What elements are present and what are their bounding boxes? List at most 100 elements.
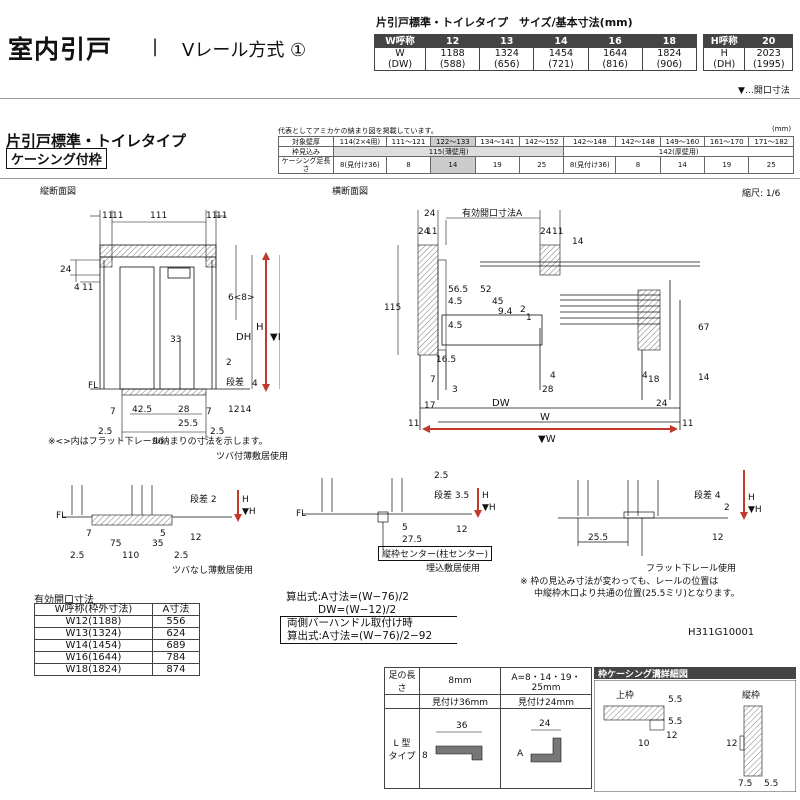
a-table-cell: 784 — [151, 651, 201, 664]
dim-label: 11 — [112, 211, 123, 221]
dim-label: FL — [296, 509, 306, 519]
mini-cell: 122〜133 — [430, 136, 476, 147]
dim-label: 52 — [480, 285, 491, 295]
mini-cell: 142〜148 — [615, 136, 661, 147]
dim-label: DW — [492, 398, 510, 409]
dim-label: H — [482, 491, 489, 501]
dim-label: 1 — [526, 313, 532, 323]
dim-label: 28 — [178, 405, 190, 415]
dim-label: 28 — [542, 385, 554, 395]
drawing-code: H311G10001 — [688, 627, 755, 638]
w-code: 16 — [587, 34, 643, 48]
dim-label: 7 — [110, 407, 116, 417]
dim-label: ▼H — [270, 332, 280, 343]
detail-3-note: 中縦枠木口より共通の位置(25.5ミリ)となります。 — [534, 589, 740, 599]
dim-label: 36 — [456, 721, 468, 731]
title-separator: | — [152, 36, 159, 57]
w-header-label: W呼称 — [374, 34, 426, 48]
l-shape-24-drawing: 24 A — [517, 719, 562, 763]
dim-label: 45 — [492, 297, 503, 307]
dim-label: 11 — [682, 419, 693, 429]
w-size-table: W呼称 12 13 14 16 18 W(DW) 1188(588) 1324(… — [374, 34, 698, 71]
horizontal-section-label: 横断面図 — [332, 187, 369, 197]
h-value: 2023(1995) — [744, 47, 793, 71]
dim-label: 11 — [102, 211, 113, 221]
formula-line: 両側バーハンドル取付け時 — [287, 617, 413, 629]
mini-cell: 171〜182 — [748, 136, 794, 147]
scale-label: 縮尺: 1/6 — [742, 189, 781, 199]
dim-label: ▼H — [748, 505, 762, 515]
bt-head — [384, 694, 420, 709]
casing-length-table: 足の長さ 8mm A=8・14・19・25mm 見付け36mm 見付け24mm … — [384, 667, 592, 789]
dim-label: 5.5 — [668, 717, 682, 727]
mini-cell: 14 — [659, 156, 706, 174]
dim-label: 5 — [160, 529, 166, 539]
dim-label: 25.5 — [178, 419, 198, 429]
dim-label: DH — [236, 332, 251, 343]
dim-label: 4 — [550, 371, 556, 381]
divider — [0, 98, 800, 99]
a-table-cell: 624 — [151, 627, 201, 640]
dim-label: 5 — [402, 523, 408, 533]
bt-sub: 見付け24mm — [500, 694, 592, 709]
mini-cell: 対象壁厚 — [278, 136, 334, 147]
dim-label: 75 — [110, 539, 121, 549]
mini-cell: 111〜121 — [385, 136, 432, 147]
dim-label: 5.5 — [764, 779, 778, 789]
bt-head: A=8・14・19・25mm — [500, 667, 592, 695]
dim-label: 11 — [408, 419, 419, 429]
dim-label: 段差 3.5 — [434, 489, 469, 501]
section-badge: ケーシング付枠 — [6, 148, 107, 169]
dim-label: 5.5 — [668, 695, 682, 705]
mini-cell: 枠見込み — [278, 146, 334, 157]
dim-label: 14 — [572, 237, 584, 247]
dim-label: 11 — [426, 227, 437, 237]
dim-label: 110 — [122, 551, 139, 561]
dim-label: 11 — [206, 211, 217, 221]
dim-label: 段差 2 — [190, 493, 217, 505]
mini-cell: 142〜152 — [518, 136, 565, 147]
w-value: 1188(588) — [424, 47, 481, 71]
detail-3-note: ※ 枠の見込み寸法が変わっても、レールの位置は — [520, 577, 719, 587]
mini-cell: 114(2×4用) — [333, 136, 387, 147]
dim-label: 2.5 — [70, 551, 84, 561]
w-code: 13 — [479, 34, 535, 48]
dim-label: H — [242, 495, 249, 505]
w-code: 18 — [641, 34, 698, 48]
dim-label: A — [517, 749, 524, 759]
mini-cell: 134〜141 — [474, 136, 521, 147]
bt-type: L 型 タイプ — [384, 708, 420, 789]
vertical-section-label: 縦断面図 — [40, 187, 77, 197]
mini-cell: 115(薄壁用) — [332, 146, 565, 157]
dim-label: ▼H — [482, 503, 496, 513]
dim-label: 14 — [240, 405, 252, 415]
dim-label: 12 — [726, 739, 737, 749]
page-title: 室内引戸 — [8, 35, 113, 64]
mini-cell: 149〜160 — [659, 136, 706, 147]
dim-label: 4 — [252, 379, 258, 389]
h-size-table: H呼称 20 H(DH) 2023(1995) — [702, 34, 793, 71]
dim-label: 67 — [698, 323, 709, 333]
dim-label: 14 — [698, 373, 710, 383]
mini-cell: 8(見付け36) — [563, 156, 617, 174]
dim-label: 25.5 — [588, 533, 608, 543]
dim-label: 2.5 — [434, 471, 448, 481]
dim-label: ▼W — [538, 434, 556, 445]
casing-detail-drawing: 上枠 5.5 5.5 10 12 縦枠 12 7.5 5.5 — [594, 680, 796, 792]
page-subtitle: Vレール方式 ① — [182, 40, 307, 61]
horizontal-section-drawing: 有効開口寸法A 24 11 24 24 11 14 115 56.5 52 45… — [384, 207, 710, 445]
dim-label: 24 — [656, 399, 668, 409]
dim-label: 7 — [430, 375, 436, 385]
h-code: 20 — [744, 34, 793, 48]
dim-label: 115 — [384, 303, 401, 313]
dim-label: 2 — [724, 503, 730, 513]
mini-cell: 8 — [615, 156, 661, 174]
formula-line: 算出式:A寸法=(W−76)/2 — [286, 591, 409, 603]
wall-thickness-table: 対象壁厚 114(2×4用) 111〜121 122〜133 134〜141 1… — [278, 136, 794, 174]
bt-shape-24: 24 A — [500, 708, 592, 789]
a-table-head: A寸法 — [151, 603, 201, 616]
bt-head: 8mm — [419, 667, 501, 695]
a-table-cell: W13(1324) — [34, 627, 153, 640]
a-dimension-table: W呼称(枠外寸法) A寸法 W12(1188)556 W13(1324)624 … — [34, 603, 201, 676]
dim-label: 24 — [424, 209, 436, 219]
